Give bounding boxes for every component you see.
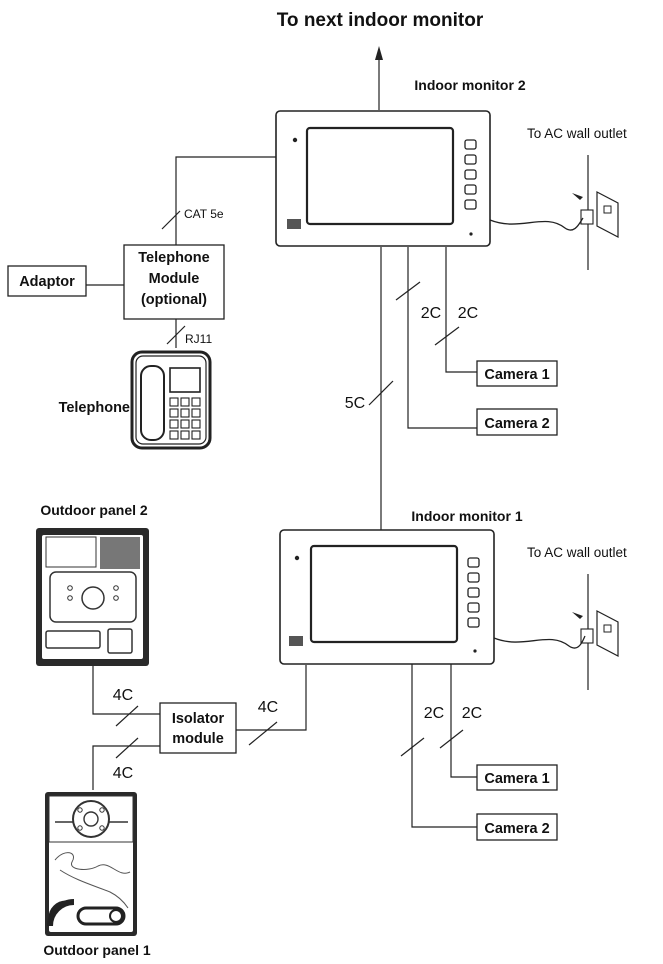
- m2-camera-2-box: [476, 408, 558, 436]
- telephone-module-line2: Module: [149, 271, 200, 287]
- cable-5c-label: 5C: [345, 395, 365, 412]
- wires: [86, 156, 477, 828]
- adaptor-box: [7, 265, 87, 297]
- m2-cam1-cable-label: 2C: [458, 305, 478, 322]
- speaker-grille-icon: [289, 636, 303, 646]
- wall-outlet-icon: [489, 155, 619, 270]
- isolator-line2: module: [172, 731, 224, 747]
- monitor-buttons: [467, 557, 480, 628]
- m1-camera-2-box: [476, 813, 558, 841]
- outlet-2-label: To AC wall outlet: [527, 126, 627, 141]
- telephone-module-box: [123, 244, 225, 320]
- m2-camera-2-label: Camera 2: [484, 416, 549, 432]
- wall-outlet-icon: [493, 574, 619, 690]
- m1-camera-1-label: Camera 1: [484, 771, 549, 787]
- m1-cam1-wire: [450, 664, 477, 778]
- cat5e-wire: [175, 156, 276, 245]
- outdoor-panel-1-icon: [45, 792, 137, 936]
- speaker-grille-icon: [287, 219, 301, 229]
- monitor-screen: [309, 544, 459, 644]
- rj11-label: RJ11: [185, 332, 212, 346]
- m1-cam1-cable-label: 2C: [462, 705, 482, 722]
- telephone-module-line1: Telephone: [138, 250, 209, 266]
- indoor-monitor-1-label: Indoor monitor 1: [411, 508, 522, 524]
- m2-camera-1-label: Camera 1: [484, 367, 549, 383]
- m1-cam2-wire: [411, 664, 477, 828]
- monitor-screen: [305, 126, 455, 226]
- m2-cam1-wire: [445, 247, 477, 373]
- p1-wire: [92, 745, 160, 790]
- outdoor-panel-2-icon: [36, 528, 149, 666]
- m2-cam2-cable-label: 2C: [421, 305, 441, 322]
- cat5e-label: CAT 5e: [184, 207, 224, 221]
- isolator-module-box: [159, 702, 237, 754]
- indoor-monitor-1: [279, 529, 495, 665]
- m1-cam2-cable-label: 2C: [424, 705, 444, 722]
- panel-2-cable-label: 4C: [113, 687, 133, 704]
- outdoor-panel-1-label: Outdoor panel 1: [43, 942, 151, 958]
- m1-camera-2-label: Camera 2: [484, 821, 549, 837]
- outdoor-panel-2-label: Outdoor panel 2: [40, 502, 148, 518]
- panel-1-cable-label: 4C: [113, 765, 133, 782]
- telephone-label: Telephone: [59, 400, 130, 416]
- adaptor-label: Adaptor: [19, 274, 75, 290]
- p2-wire: [92, 666, 160, 715]
- m2-camera-1-box: [476, 360, 558, 387]
- up-arrow-icon: [375, 46, 383, 110]
- outlet-1-label: To AC wall outlet: [527, 545, 627, 560]
- telephone-module-line3: (optional): [141, 292, 207, 308]
- isolator-line1: Isolator: [172, 711, 225, 727]
- indoor-monitor-2-label: Indoor monitor 2: [414, 77, 525, 93]
- m2-cam2-wire: [407, 247, 477, 429]
- m1-camera-1-box: [476, 764, 558, 791]
- monitor-buttons: [464, 139, 477, 210]
- telephone-icon: [130, 350, 212, 450]
- isolator-monitor-wire: [236, 665, 307, 731]
- monitor-cable-label: 4C: [258, 699, 278, 716]
- diagram-title: To next indoor monitor: [277, 10, 484, 31]
- indoor-monitor-2: [275, 110, 491, 247]
